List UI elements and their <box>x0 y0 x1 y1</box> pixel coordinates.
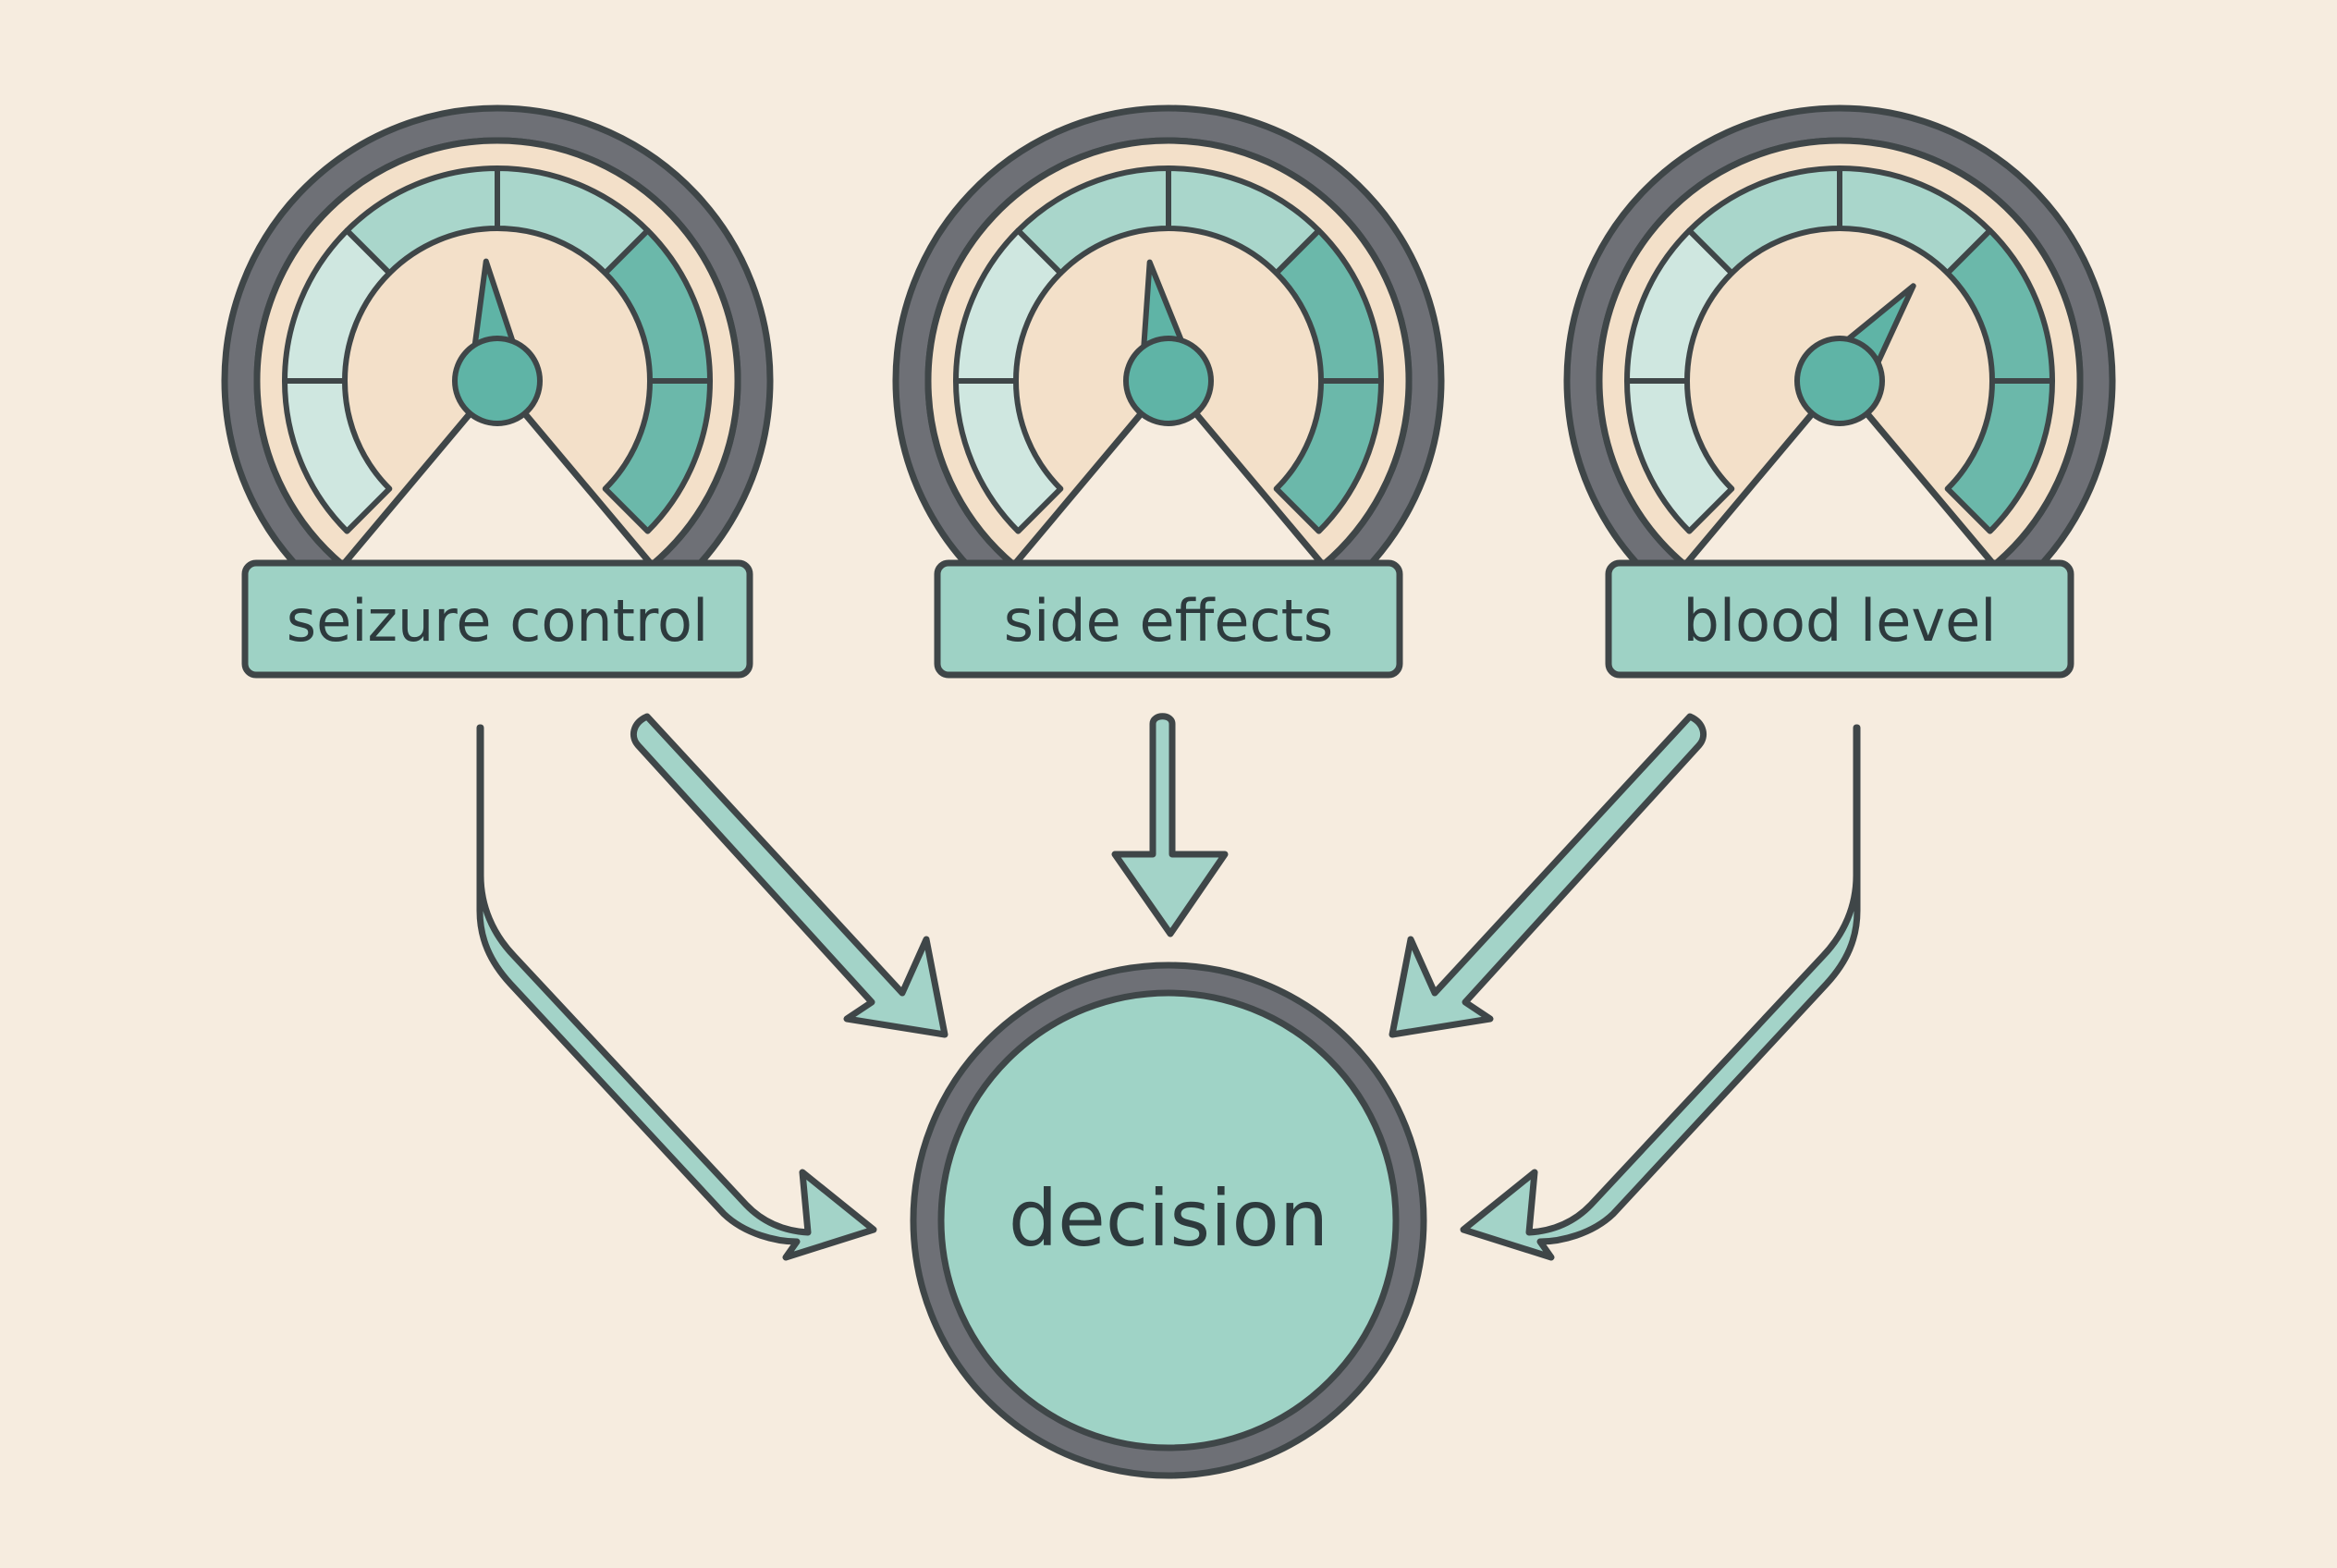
gauge-label-box <box>934 559 1403 679</box>
gauge-label: blood level <box>1605 559 2074 679</box>
gauge-label: side effects <box>934 559 1403 679</box>
decision-label: decision <box>1009 1173 1328 1264</box>
gauge-seizure: seizure control <box>221 104 774 679</box>
gauge-needle <box>1123 259 1214 426</box>
arrow-seizure-diagonal <box>630 713 948 1038</box>
gauge-label-box <box>241 559 753 679</box>
arrow-seizure-curved <box>476 724 877 1261</box>
gauge-label-text: side effects <box>1004 587 1333 655</box>
decision-node: decision <box>910 962 1427 1479</box>
gauge-side: side effects <box>892 104 1445 679</box>
gauge-needle <box>452 258 543 426</box>
decision-circle <box>937 989 1400 1452</box>
gauge-label-text: seizure control <box>287 587 708 655</box>
gauge-segment <box>1273 378 1384 534</box>
gauge-blood: blood level <box>1563 104 2116 679</box>
gauge-needle <box>1794 283 1916 426</box>
arrow-side-down <box>1111 713 1229 937</box>
arrow-blood-diagonal <box>1389 713 1707 1038</box>
gauge-label-text: blood level <box>1683 587 1997 655</box>
arrow-blood-curved <box>1460 724 1861 1261</box>
gauge-segment <box>602 378 713 534</box>
gauge-segment <box>1944 378 2055 534</box>
gauges: seizure control side effects blood level <box>221 104 2116 679</box>
gauge-label: seizure control <box>241 559 753 679</box>
gauge-label-box <box>1605 559 2074 679</box>
